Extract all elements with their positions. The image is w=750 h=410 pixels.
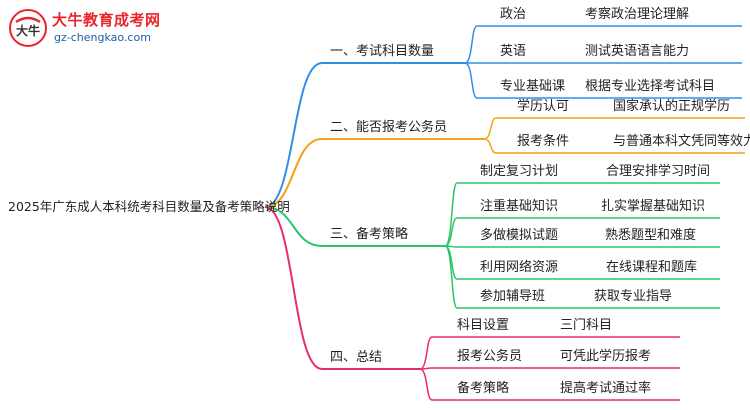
logo-title: 大牛教育成考网 [52,11,161,29]
branch-label: 三、备考策略 [330,227,409,242]
leaf-label: 注重基础知识 [480,199,559,214]
detail-label: 测试英语语言能力 [585,44,690,59]
detail-label: 国家承认的正规学历 [613,99,731,114]
root-connector [264,206,323,247]
leaf-connector [444,217,458,247]
leaf-connector [419,336,433,370]
leaf-label: 报考条件 [517,134,570,149]
leaf-label: 专业基础课 [500,79,566,94]
leaf-label: 备考策略 [457,381,510,396]
leaf-label: 学历认可 [517,99,570,114]
logo-mark-text: 大牛 [16,23,40,38]
detail-label: 提高考试通过率 [560,381,652,396]
detail-label: 根据专业选择考试科目 [585,79,716,94]
branch-label: 二、能否报考公务员 [330,120,448,135]
detail-label: 与普通本科文凭同等效力 [613,134,750,149]
leaf-connector [464,25,478,64]
leaf-connector [483,138,497,154]
leaf-label: 报考公务员 [457,349,523,364]
leaf-label: 多做模拟试题 [480,228,559,243]
leaf-connector [419,368,433,401]
leaf-label: 科目设置 [457,318,510,333]
branch-label: 一、考试科目数量 [330,44,435,59]
root-connector [264,62,323,208]
leaf-connector [483,117,497,140]
site-logo[interactable]: 大牛 大牛教育成考网 gz-chengkao.com [8,6,178,52]
logo-url: gz-chengkao.com [54,31,151,44]
detail-label: 获取专业指导 [594,289,673,304]
detail-label: 扎实掌握基础知识 [601,199,706,214]
leaf-connector [444,245,458,309]
root-connector [264,138,323,208]
leaf-connector [464,62,478,99]
detail-label: 在线课程和题库 [606,260,698,275]
detail-label: 可凭此学历报考 [560,349,652,364]
detail-label: 熟悉题型和难度 [605,228,697,243]
root-topic: 2025年广东成人本科统考科目数量及备考策略说明 [8,199,290,214]
logo-mark-icon: 大牛 [9,9,47,47]
leaf-label: 利用网络资源 [480,260,559,275]
branch-label: 四、总结 [330,350,383,365]
leaf-label: 制定复习计划 [480,164,559,179]
leaf-label: 英语 [500,44,527,59]
leaf-label: 政治 [500,7,527,22]
leaf-label: 参加辅导班 [480,289,546,304]
detail-label: 合理安排学习时间 [606,164,711,179]
root-connector [264,206,323,370]
detail-label: 考察政治理论理解 [585,7,690,22]
detail-label: 三门科目 [560,318,613,333]
